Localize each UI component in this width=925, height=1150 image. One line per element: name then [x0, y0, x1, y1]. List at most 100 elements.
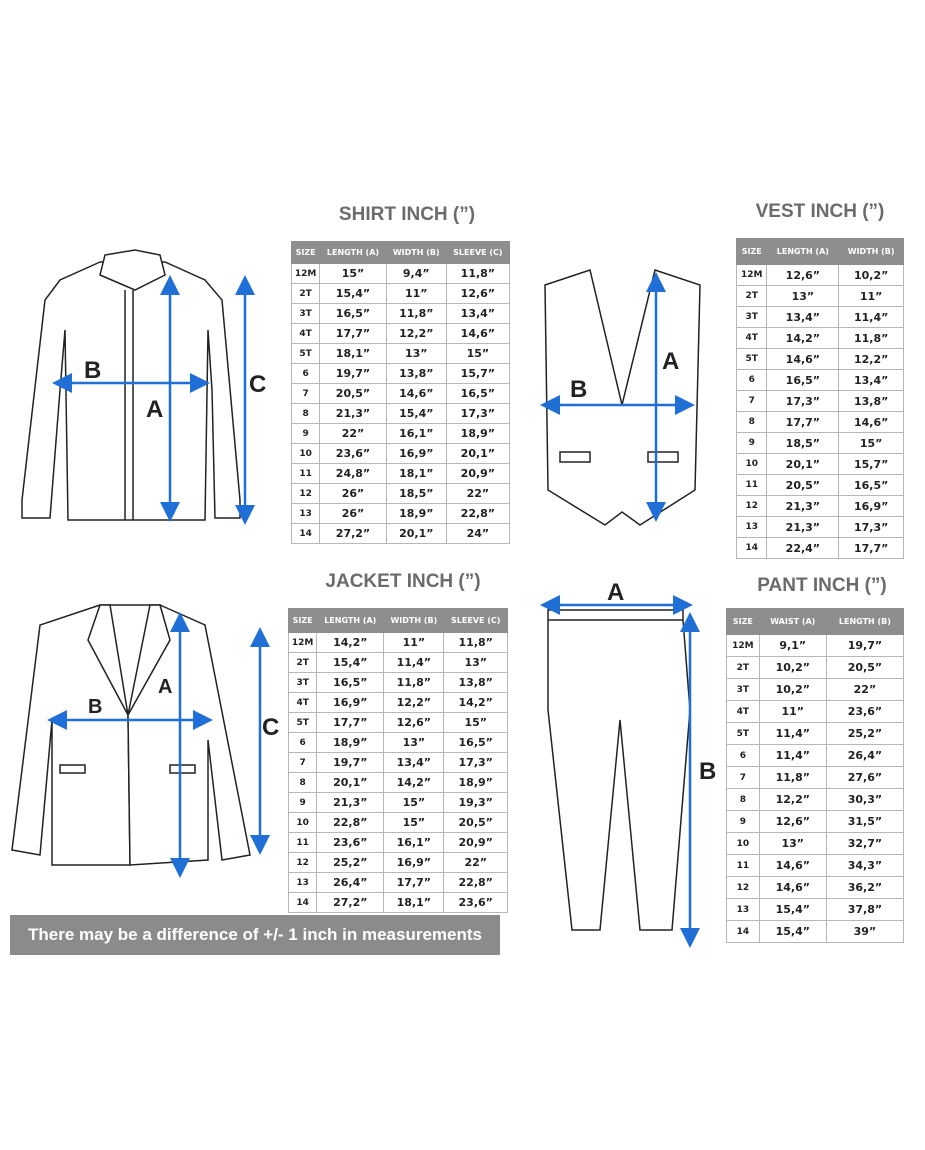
size-cell: 6 — [287, 732, 318, 753]
measurement-cell: 12,2” — [383, 692, 445, 713]
size-cell: 13 — [726, 898, 760, 921]
measurement-cell: 20,1” — [385, 523, 447, 544]
measurement-cell: 24,8” — [319, 463, 387, 484]
measurement-cell: 15” — [443, 712, 508, 733]
measurement-cell: 17,7” — [766, 411, 840, 433]
measurement-cell: 20,1” — [766, 453, 840, 475]
measurement-cell: 22” — [825, 678, 905, 701]
size-cell: 13 — [287, 872, 318, 893]
measurement-cell: 11,4” — [758, 722, 827, 745]
measurement-cell: 16,1” — [383, 832, 445, 853]
measurement-cell: 16,9” — [316, 692, 385, 713]
measurement-cell: 22,8” — [316, 812, 385, 833]
measurement-cell: 11,4” — [838, 306, 904, 328]
size-cell: 4T — [735, 327, 768, 349]
measurement-cell: 11” — [383, 632, 445, 653]
measurement-cell: 11,4” — [383, 652, 445, 673]
measurement-cell: 16,1” — [385, 423, 447, 444]
measurement-cell: 14,6” — [385, 383, 447, 404]
measurement-cell: 17,3” — [445, 403, 511, 424]
measurement-cell: 16,5” — [838, 474, 904, 496]
column-header: SIZE — [735, 238, 768, 265]
measurement-cell: 16,5” — [316, 672, 385, 693]
measurement-cell: 17,3” — [766, 390, 840, 412]
jacket-label-a: A — [158, 676, 173, 698]
size-cell: 5T — [735, 348, 768, 370]
measurement-cell: 13,4” — [383, 752, 445, 773]
measurement-cell: 18,1” — [385, 463, 447, 484]
measurement-cell: 22,4” — [766, 537, 840, 559]
measurement-cell: 34,3” — [825, 854, 905, 877]
measurement-cell: 14,2” — [383, 772, 445, 793]
size-cell: 12M — [726, 634, 760, 657]
measurement-cell: 13,8” — [385, 363, 447, 384]
size-cell: 4T — [290, 323, 321, 344]
measurement-cell: 11” — [838, 285, 904, 307]
measurement-cell: 17,7” — [316, 712, 385, 733]
size-cell: 12 — [726, 876, 760, 899]
measurement-cell: 20,5” — [825, 656, 905, 679]
measurement-cell: 21,3” — [316, 792, 385, 813]
measurement-cell: 22,8” — [445, 503, 511, 524]
measurement-cell: 13,4” — [445, 303, 511, 324]
measurement-cell: 11,8” — [383, 672, 445, 693]
size-cell: 14 — [287, 892, 318, 913]
measurement-cell: 27,2” — [319, 523, 387, 544]
vest-title: VEST INCH (”) — [755, 201, 885, 222]
size-cell: 13 — [735, 516, 768, 538]
measurement-cell: 15,7” — [445, 363, 511, 384]
measurement-cell: 13” — [383, 732, 445, 753]
size-cell: 7 — [287, 752, 318, 773]
measurement-cell: 30,3” — [825, 788, 905, 811]
measurement-cell: 18,9” — [445, 423, 511, 444]
measurement-cell: 20,1” — [316, 772, 385, 793]
measurement-cell: 15,4” — [758, 920, 827, 943]
size-cell: 12 — [287, 852, 318, 873]
measurement-cell: 11,8” — [758, 766, 827, 789]
size-cell: 12 — [290, 483, 321, 504]
measurement-cell: 13” — [766, 285, 840, 307]
measurement-cell: 14,6” — [758, 876, 827, 899]
measurement-cell: 16,9” — [838, 495, 904, 517]
measurement-cell: 31,5” — [825, 810, 905, 833]
size-cell: 6 — [735, 369, 768, 391]
measurement-cell: 18,1” — [319, 343, 387, 364]
size-cell: 4T — [726, 700, 760, 723]
measurement-cell: 14,6” — [445, 323, 511, 344]
measurement-cell: 22” — [445, 483, 511, 504]
size-cell: 9 — [735, 432, 768, 454]
size-cell: 11 — [735, 474, 768, 496]
measurement-cell: 13” — [385, 343, 447, 364]
measurement-cell: 12,2” — [758, 788, 827, 811]
measurement-cell: 11,8” — [838, 327, 904, 349]
measurement-cell: 9,1” — [758, 634, 827, 657]
size-cell: 14 — [735, 537, 768, 559]
jacket-label-b: B — [88, 696, 103, 718]
measurement-cell: 11,4” — [758, 744, 827, 767]
column-header: LENGTH (A) — [319, 241, 387, 264]
measurement-cell: 23,6” — [316, 832, 385, 853]
measurement-cell: 19,7” — [319, 363, 387, 384]
size-cell: 8 — [287, 772, 318, 793]
measurement-cell: 27,2” — [316, 892, 385, 913]
measurement-cell: 14,6” — [838, 411, 904, 433]
measurement-cell: 18,5” — [385, 483, 447, 504]
measurement-cell: 18,1” — [383, 892, 445, 913]
measurement-cell: 11,8” — [443, 632, 508, 653]
measurement-cell: 16,5” — [445, 383, 511, 404]
